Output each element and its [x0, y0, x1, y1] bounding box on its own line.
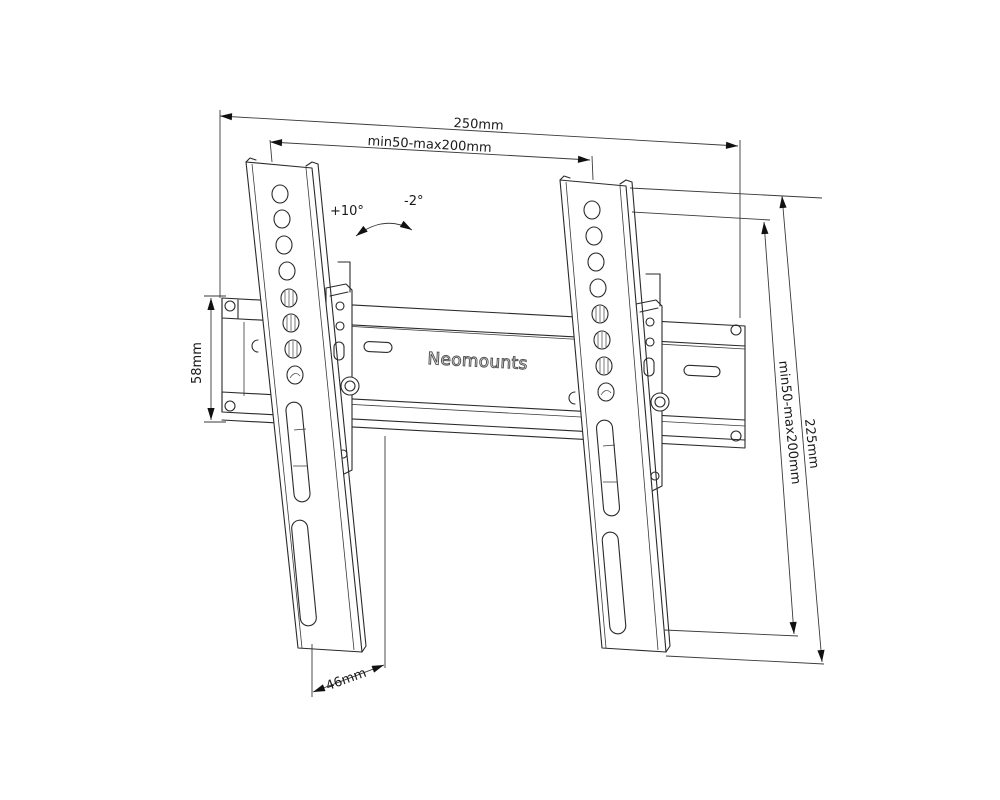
tilt-forward-label: +10°: [330, 204, 364, 219]
left-vertical-arm: [245, 157, 367, 653]
dim-overall-width-label: 250mm: [453, 116, 505, 134]
right-vertical-arm: [559, 175, 671, 653]
dim-plate-height-label: 58mm: [190, 342, 205, 384]
tilt-backward-label: -2°: [404, 194, 424, 209]
dimension-lines: [204, 110, 825, 697]
